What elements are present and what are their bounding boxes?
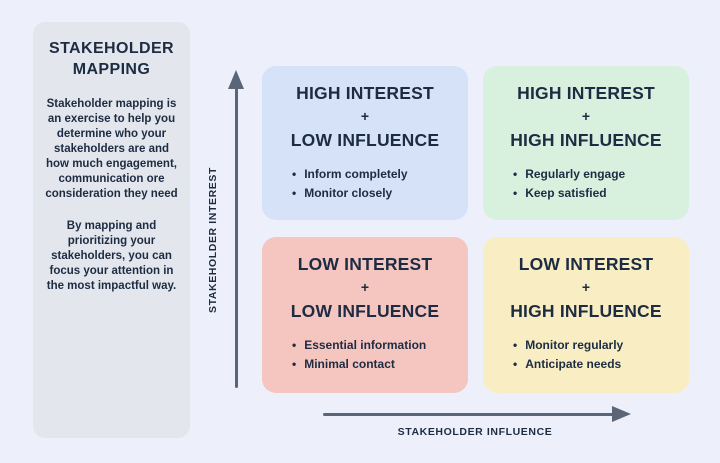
sidebar-description-paragraph-2: By mapping and prioritizing your stakeho… (46, 220, 177, 292)
x-axis-line (323, 413, 613, 416)
bullet-dot-icon: • (292, 356, 297, 371)
plus-sign: + (581, 279, 591, 295)
bullet-dot-icon: • (292, 338, 297, 352)
bullet-text: Inform completely (304, 167, 408, 181)
bullet-item: • Monitor closely (292, 184, 468, 203)
bullet-text: Anticipate needs (525, 356, 622, 371)
y-axis-arrowhead-icon (228, 70, 244, 89)
sidebar: STAKEHOLDER MAPPING Stakeholder mapping … (33, 22, 190, 438)
quadrant-heading-line1: HIGH INTEREST (296, 83, 434, 103)
bullet-dot-icon: • (292, 167, 297, 181)
quadrant-bullet-list: • Monitor regularly • Anticipate needs (483, 336, 689, 373)
plus-sign: + (360, 279, 370, 295)
bullet-text: Monitor closely (304, 185, 393, 200)
y-axis-label: STAKEHOLDER INTEREST (207, 167, 219, 313)
bullet-dot-icon: • (292, 185, 297, 200)
quadrant-heading-line2: HIGH INFLUENCE (510, 301, 662, 321)
plus-sign: + (581, 108, 591, 124)
bullet-item: • Inform completely (292, 165, 468, 184)
bullet-text: Minimal contact (304, 356, 395, 371)
bullet-item: • Essential information (292, 336, 468, 355)
bullet-text: Keep satisfied (525, 185, 607, 200)
quadrant-high-interest-low-influence: HIGH INTEREST + LOW INFLUENCE • Inform c… (262, 66, 468, 220)
page-title: STAKEHOLDER MAPPING (49, 40, 174, 78)
quadrant-bullet-list: • Regularly engage • Keep satisfied (483, 165, 689, 202)
y-axis-line (235, 88, 238, 388)
quadrant-heading-line2: LOW INFLUENCE (290, 301, 440, 321)
sidebar-description-paragraph-1: Stakeholder mapping is an exercise to he… (45, 98, 178, 200)
quadrant-bullet-list: • Inform completely • Monitor closely (262, 165, 468, 202)
bullet-item: • Regularly engage (513, 165, 689, 184)
quadrant-heading-line1: LOW INTEREST (297, 254, 433, 274)
quadrant-low-interest-low-influence: LOW INTEREST + LOW INFLUENCE • Essential… (262, 237, 468, 393)
x-axis-label: STAKEHOLDER INFLUENCE (397, 426, 553, 438)
quadrant-heading-line2: HIGH INFLUENCE (510, 130, 662, 150)
quadrant-heading-line2: LOW INFLUENCE (290, 130, 440, 150)
quadrant-bullet-list: • Essential information • Minimal contac… (262, 336, 468, 373)
bullet-item: • Monitor regularly (513, 336, 689, 355)
plus-sign: + (360, 108, 370, 124)
bullet-dot-icon: • (513, 338, 518, 352)
bullet-item: • Keep satisfied (513, 184, 689, 203)
bullet-text: Essential information (304, 338, 427, 352)
x-axis-arrowhead-icon (612, 406, 631, 422)
quadrant-heading-line1: HIGH INTEREST (517, 83, 655, 103)
bullet-text: Monitor regularly (525, 338, 624, 352)
bullet-dot-icon: • (513, 167, 518, 181)
quadrant-heading-line1: LOW INTEREST (518, 254, 654, 274)
bullet-dot-icon: • (513, 185, 518, 200)
quadrant-high-interest-high-influence: HIGH INTEREST + HIGH INFLUENCE • Regular… (483, 66, 689, 220)
bullet-item: • Anticipate needs (513, 355, 689, 374)
bullet-text: Regularly engage (525, 167, 626, 181)
bullet-dot-icon: • (513, 356, 518, 371)
quadrant-low-interest-high-influence: LOW INTEREST + HIGH INFLUENCE • Monitor … (483, 237, 689, 393)
bullet-item: • Minimal contact (292, 355, 468, 374)
